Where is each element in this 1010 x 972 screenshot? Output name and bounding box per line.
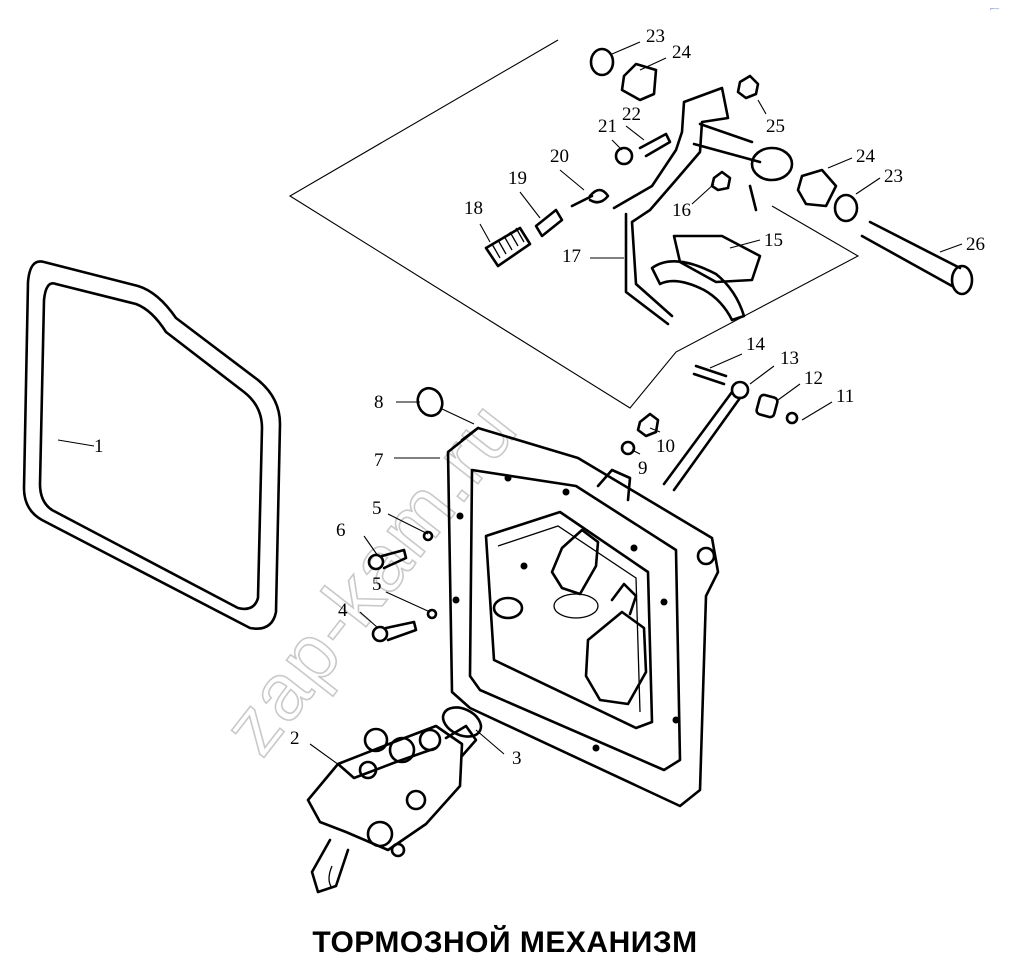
callout-21: 21 [598,116,617,137]
callout-8: 8 [374,392,384,413]
bushing-part-12 [755,393,779,419]
watermark: zap-kam.ru [205,385,534,771]
callout-20: 20 [550,146,569,167]
callout-26: 26 [966,234,985,255]
washer-part-5a [422,530,434,542]
nut-part-10 [636,412,660,438]
callout-4: 4 [338,600,348,621]
callout-10: 10 [656,436,675,457]
callout-7: 7 [374,450,384,471]
nut-part-25 [736,74,760,100]
pedal-lever-part-17 [612,86,746,326]
shaft-part-26 [860,220,974,296]
washer-part-5b [426,608,438,620]
washer-part-23b [833,193,859,223]
spring-part-18 [484,226,532,268]
callout-24b: 24 [856,146,876,167]
bolt-part-6 [367,548,408,571]
diagram-title: ТОРМОЗНОЙ МЕХАНИЗМ [312,926,698,959]
leader-lines [57,41,963,771]
bolt-part-4 [371,620,418,643]
bushing-part-24b [796,168,838,208]
corner-mark: ⌐– [990,4,1000,13]
callout-3: 3 [512,748,522,769]
washer-part-9 [620,440,636,456]
bushing-part-24a [620,62,658,102]
housing-part-7 [446,426,720,808]
callout-22: 22 [622,104,641,125]
ring-part-21 [614,146,634,166]
callout-19: 19 [508,168,527,189]
callout-2: 2 [290,728,300,749]
callout-15: 15 [764,230,783,251]
callout-25: 25 [766,116,785,137]
callout-17: 17 [562,246,581,267]
callout-9: 9 [638,458,648,479]
shaft-tube [692,122,794,212]
bolt-part-22 [638,132,672,158]
callout-6: 6 [336,520,346,541]
callout-23a: 23 [646,26,665,47]
washer-part-23a [589,47,615,77]
callout-11: 11 [836,386,854,407]
o-ring-part-3 [441,706,483,738]
plug-part-8 [416,386,444,418]
pedal-pad-part-15 [672,234,762,284]
valve-part-2 [306,724,478,894]
assembly-frame [288,39,860,409]
callout-5b: 5 [372,574,382,595]
gasket-part-1 [22,260,282,630]
callout-16: 16 [672,200,691,221]
callout-18: 18 [464,198,483,219]
callout-14: 14 [746,334,766,355]
callout-12: 12 [804,368,823,389]
nut-part-16 [710,170,732,192]
pin-part-19 [534,208,564,238]
callout-24a: 24 [672,42,692,63]
callout-5a: 5 [372,498,382,519]
rod-assembly [662,364,799,492]
pin-part-20 [570,188,610,208]
callout-23b: 23 [884,166,903,187]
callout-1: 1 [94,436,104,457]
callout-numbers: 1 2 3 4 5 5 6 7 8 9 10 11 12 13 14 15 16… [94,26,985,769]
callout-13: 13 [780,348,799,369]
clip-part-11 [785,411,799,425]
